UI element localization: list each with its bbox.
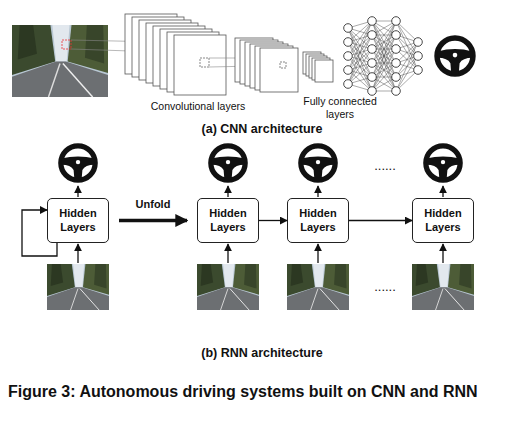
fc-neuron: [368, 73, 377, 82]
fc-neuron: [414, 38, 423, 47]
layer-label: Fully connected layers: [300, 95, 380, 120]
fc-neuron: [392, 73, 401, 82]
steering-wheel: [301, 146, 335, 181]
fully-connected-net: [344, 17, 423, 96]
road-photo: [197, 264, 259, 310]
fc-neuron: [414, 52, 423, 61]
steering-wheel: [426, 146, 460, 181]
conv-stack: [235, 38, 298, 92]
conv-stack: [303, 52, 333, 82]
fc-neuron: [344, 38, 353, 47]
road-photo: [287, 264, 349, 310]
fc-neuron: [344, 24, 353, 33]
box-text: Hidden Layers: [201, 207, 255, 233]
box-text: Hidden Layers: [291, 207, 345, 233]
subfigure-caption: (b) RNN architecture: [152, 346, 372, 361]
box-text: Hidden Layers: [51, 207, 105, 233]
figure-caption: Figure 3: Autonomous driving systems bui…: [8, 380, 508, 403]
fc-neuron: [344, 52, 353, 61]
fc-neuron: [368, 45, 377, 54]
steering-wheel: [61, 146, 95, 181]
fc-link: [372, 21, 396, 63]
conv-kernel: [200, 58, 209, 67]
box-text: Hidden Layers: [416, 207, 470, 233]
fc-neuron: [392, 31, 401, 40]
fc-link: [372, 21, 396, 91]
fc-neuron: [392, 45, 401, 54]
road-photo: [47, 264, 109, 310]
subfigure-caption: (a) CNN architecture: [152, 122, 372, 137]
fc-neuron: [368, 59, 377, 68]
fc-neuron: [414, 66, 423, 75]
hidden-layer-box: Hidden Layers: [197, 198, 259, 243]
fc-link: [372, 49, 396, 91]
steering-wheel: [211, 146, 245, 181]
layer-label: Convolutional layers: [133, 100, 263, 113]
hidden-layer-box: Hidden Layers: [287, 198, 349, 243]
hidden-layer-box: Hidden Layers: [412, 198, 474, 243]
hidden-layer-box: Hidden Layers: [47, 198, 109, 243]
road-photo: [12, 25, 108, 97]
flow-arrows: [78, 186, 443, 263]
fc-link: [348, 63, 372, 84]
ellipsis: ......: [360, 158, 410, 174]
conv-stack: [125, 14, 226, 95]
fc-neuron: [368, 31, 377, 40]
fc-link: [348, 70, 372, 91]
fc-link: [372, 49, 396, 91]
fc-neuron: [392, 59, 401, 68]
edge-label: Unfold: [113, 198, 193, 211]
ellipsis: ......: [360, 279, 410, 295]
fc-neuron: [368, 87, 377, 96]
fc-neuron: [368, 17, 377, 26]
fc-neuron: [392, 17, 401, 26]
conv-kernel: [280, 62, 286, 68]
steering-wheel: [437, 38, 473, 74]
fc-neuron: [344, 80, 353, 89]
fc-link: [372, 21, 396, 63]
fc-link: [372, 21, 396, 91]
recurrent-arrow: [259, 220, 287, 221]
fc-neuron: [344, 66, 353, 75]
recurrent-arrow: [349, 220, 412, 221]
receptive-field: [62, 40, 71, 49]
road-photo: [412, 264, 474, 310]
unfold-arrow: [119, 219, 187, 223]
fc-neuron: [392, 87, 401, 96]
